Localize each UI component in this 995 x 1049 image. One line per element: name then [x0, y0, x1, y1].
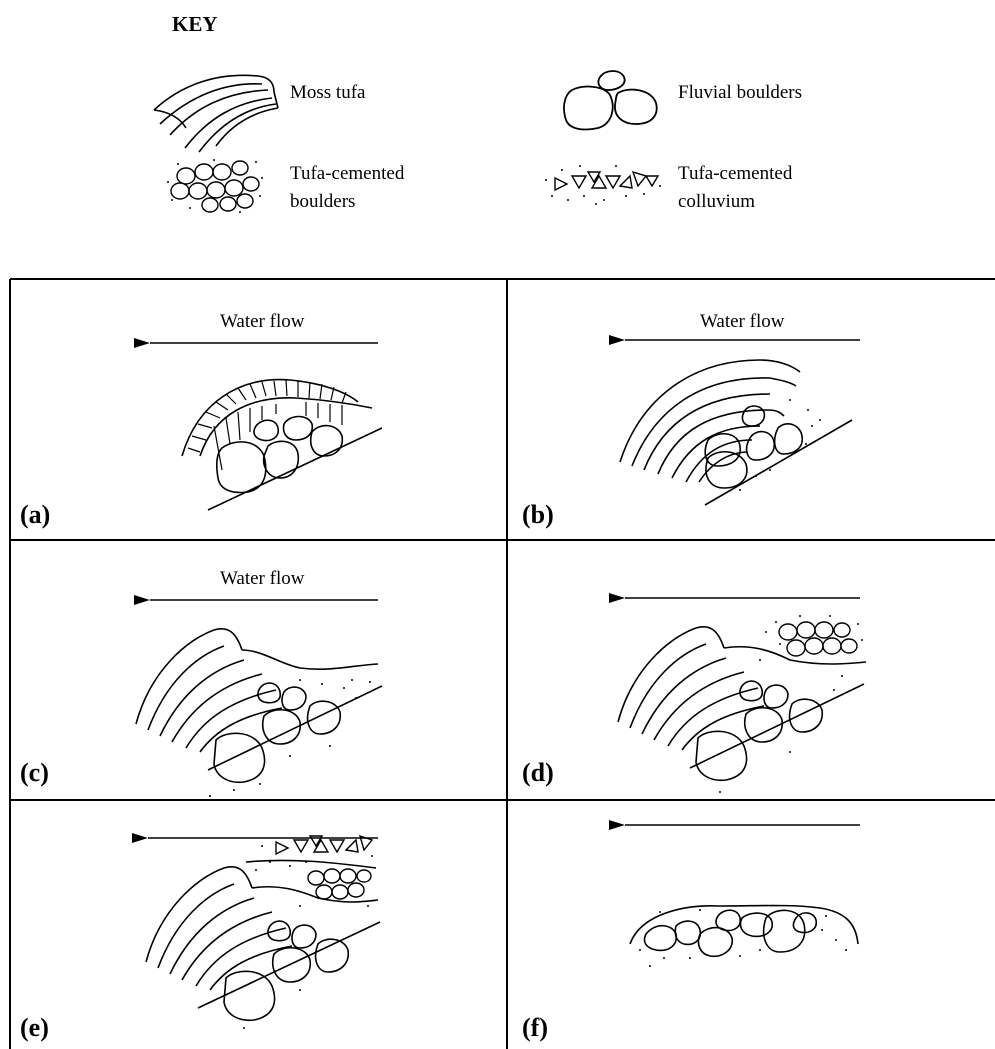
panel-f-drawing	[625, 825, 860, 967]
key-symbol-fluvial-boulders	[564, 71, 657, 129]
panel-c-label: (c)	[20, 758, 49, 788]
panel-b-flow-label: Water flow	[700, 311, 784, 333]
panel-e-label: (e)	[20, 1013, 49, 1043]
panel-a-drawing	[150, 343, 382, 510]
panel-e-drawing	[146, 836, 380, 1029]
panel-b-label: (b)	[522, 500, 554, 530]
panel-f-label: (f)	[522, 1013, 548, 1043]
panel-d-drawing	[618, 598, 866, 793]
panel-a-flow-label: Water flow	[220, 311, 304, 333]
key-symbol-tufa-cemented-boulders	[167, 159, 263, 213]
key-symbol-moss-tufa	[154, 75, 278, 152]
key-symbol-tufa-cemented-colluvium	[545, 165, 661, 205]
panel-b-drawing	[620, 340, 860, 505]
panel-c-drawing	[136, 600, 382, 797]
panel-d-label: (d)	[522, 758, 554, 788]
panel-a-label: (a)	[20, 500, 50, 530]
panel-c-flow-label: Water flow	[220, 568, 304, 590]
